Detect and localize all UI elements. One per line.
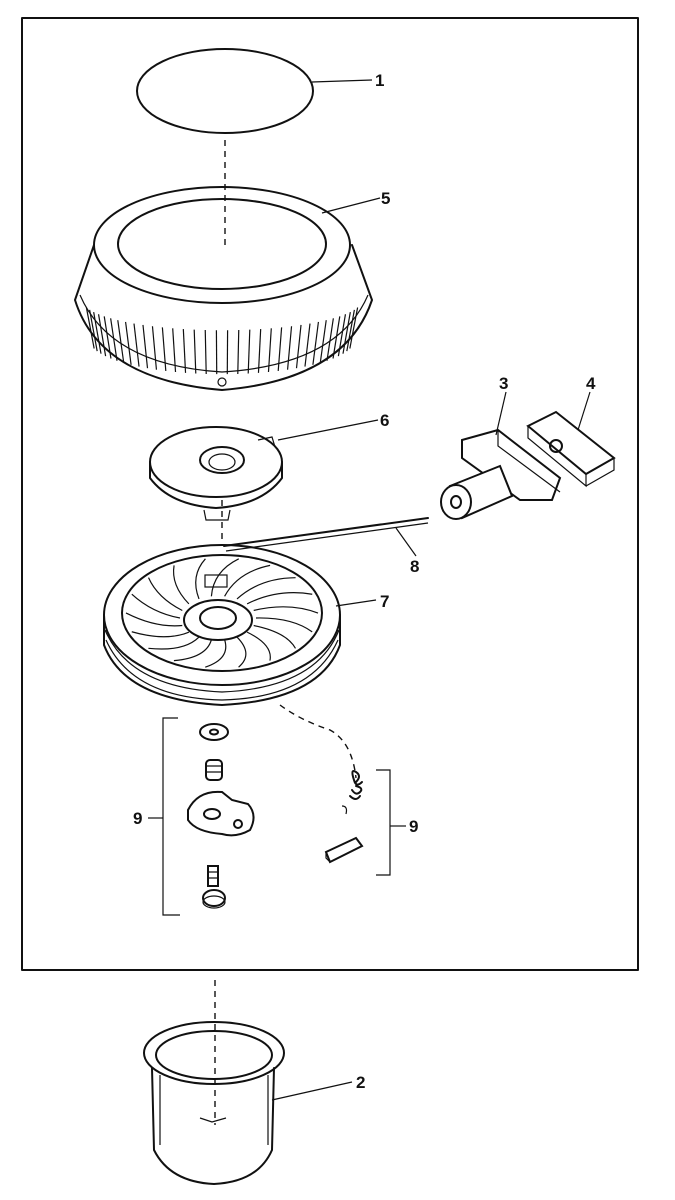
cover-disc-part — [136, 48, 314, 134]
part-label-8: 8 — [410, 557, 419, 576]
pawl-kit-left-part — [162, 717, 255, 916]
leader-line-7 — [335, 599, 377, 607]
starter-handle-part — [440, 428, 562, 520]
leader-line-8 — [395, 527, 417, 557]
part-label-4: 4 — [586, 374, 596, 393]
part-label-2: 2 — [356, 1073, 365, 1092]
spring-retainer-part — [149, 426, 283, 521]
leader-line-4 — [577, 391, 591, 431]
leader-line-2 — [271, 1081, 353, 1101]
part-label-7: 7 — [380, 592, 389, 611]
starter-housing-part — [74, 186, 373, 391]
starter-rope-part — [223, 517, 429, 552]
part-label-5: 5 — [381, 189, 390, 208]
part-label-6: 6 — [380, 411, 389, 430]
leader-line-5 — [321, 197, 381, 214]
leader-line-6 — [277, 419, 379, 441]
leader-line-3 — [495, 391, 507, 436]
part-label-9-left: 9 — [133, 809, 142, 828]
part-label-1: 1 — [375, 71, 384, 90]
part-label-9-right: 9 — [409, 817, 418, 836]
starter-cup-part — [143, 1021, 285, 1185]
pulley-part — [103, 544, 341, 706]
leader-line-1 — [311, 79, 373, 83]
part-label-3: 3 — [499, 374, 508, 393]
pawl-kit-right-part — [279, 704, 391, 876]
handle-insert-part — [526, 410, 616, 488]
assembly-frame — [21, 17, 639, 971]
